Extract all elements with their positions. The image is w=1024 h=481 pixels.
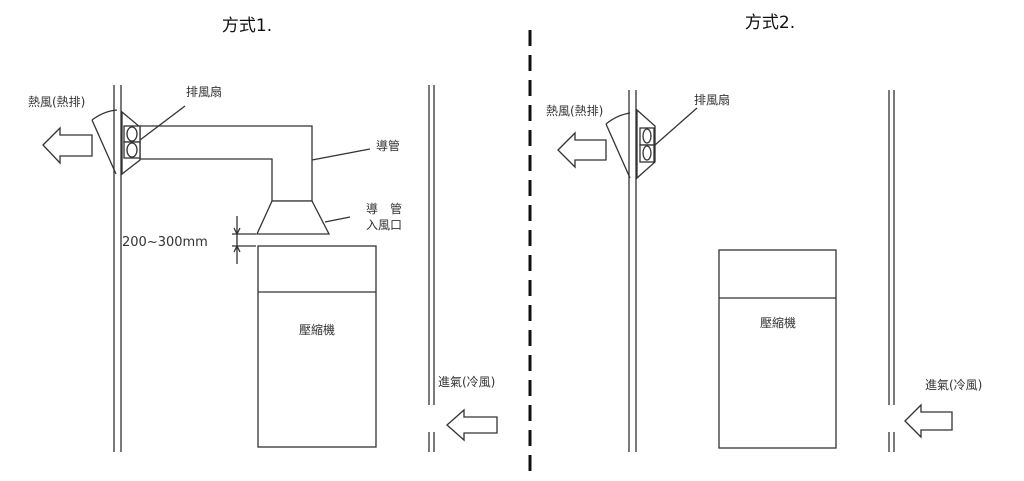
method2-diagram: 熱風(熱排) 排風扇 壓縮機 進氣(冷風) xyxy=(546,90,982,452)
duct-label: 導管 xyxy=(376,138,400,153)
method1-diagram: 熱風(熱排) 排風扇 導管 導 管 入風口 200~300mm 壓縮機 進氣(冷… xyxy=(28,84,498,452)
compressor-label: 壓縮機 xyxy=(760,315,796,330)
compressor xyxy=(257,245,377,448)
duct-hood xyxy=(255,200,331,235)
compressor xyxy=(718,249,837,449)
duct-inlet-label-2: 入風口 xyxy=(366,218,402,232)
method1-title: 方式1. xyxy=(222,16,272,36)
clearance-label: 200~300mm xyxy=(122,235,208,250)
fan-label: 排風扇 xyxy=(186,84,222,99)
hot-air-arrow-icon xyxy=(557,131,607,169)
hot-air-label: 熱風(熱排) xyxy=(546,104,603,118)
intake-label: 進氣(冷風) xyxy=(438,375,495,389)
exhaust-fan-icon xyxy=(123,125,141,159)
fan-label: 排風扇 xyxy=(694,92,730,107)
method2-title: 方式2. xyxy=(745,13,795,33)
duct-inlet-label-1: 導 管 xyxy=(366,201,402,216)
hot-air-label: 熱風(熱排) xyxy=(28,95,85,109)
compressor-label: 壓縮機 xyxy=(299,322,335,337)
exhaust-fan-icon xyxy=(639,127,655,163)
hot-air-arrow-icon xyxy=(42,126,93,165)
duct xyxy=(140,125,313,202)
intake-arrow-icon xyxy=(446,408,498,442)
clearance-dimension xyxy=(232,216,256,264)
intake-label: 進氣(冷風) xyxy=(925,378,982,392)
damper-flap xyxy=(605,112,631,179)
intake-arrow-icon xyxy=(904,403,953,439)
damper-flap xyxy=(91,109,118,175)
